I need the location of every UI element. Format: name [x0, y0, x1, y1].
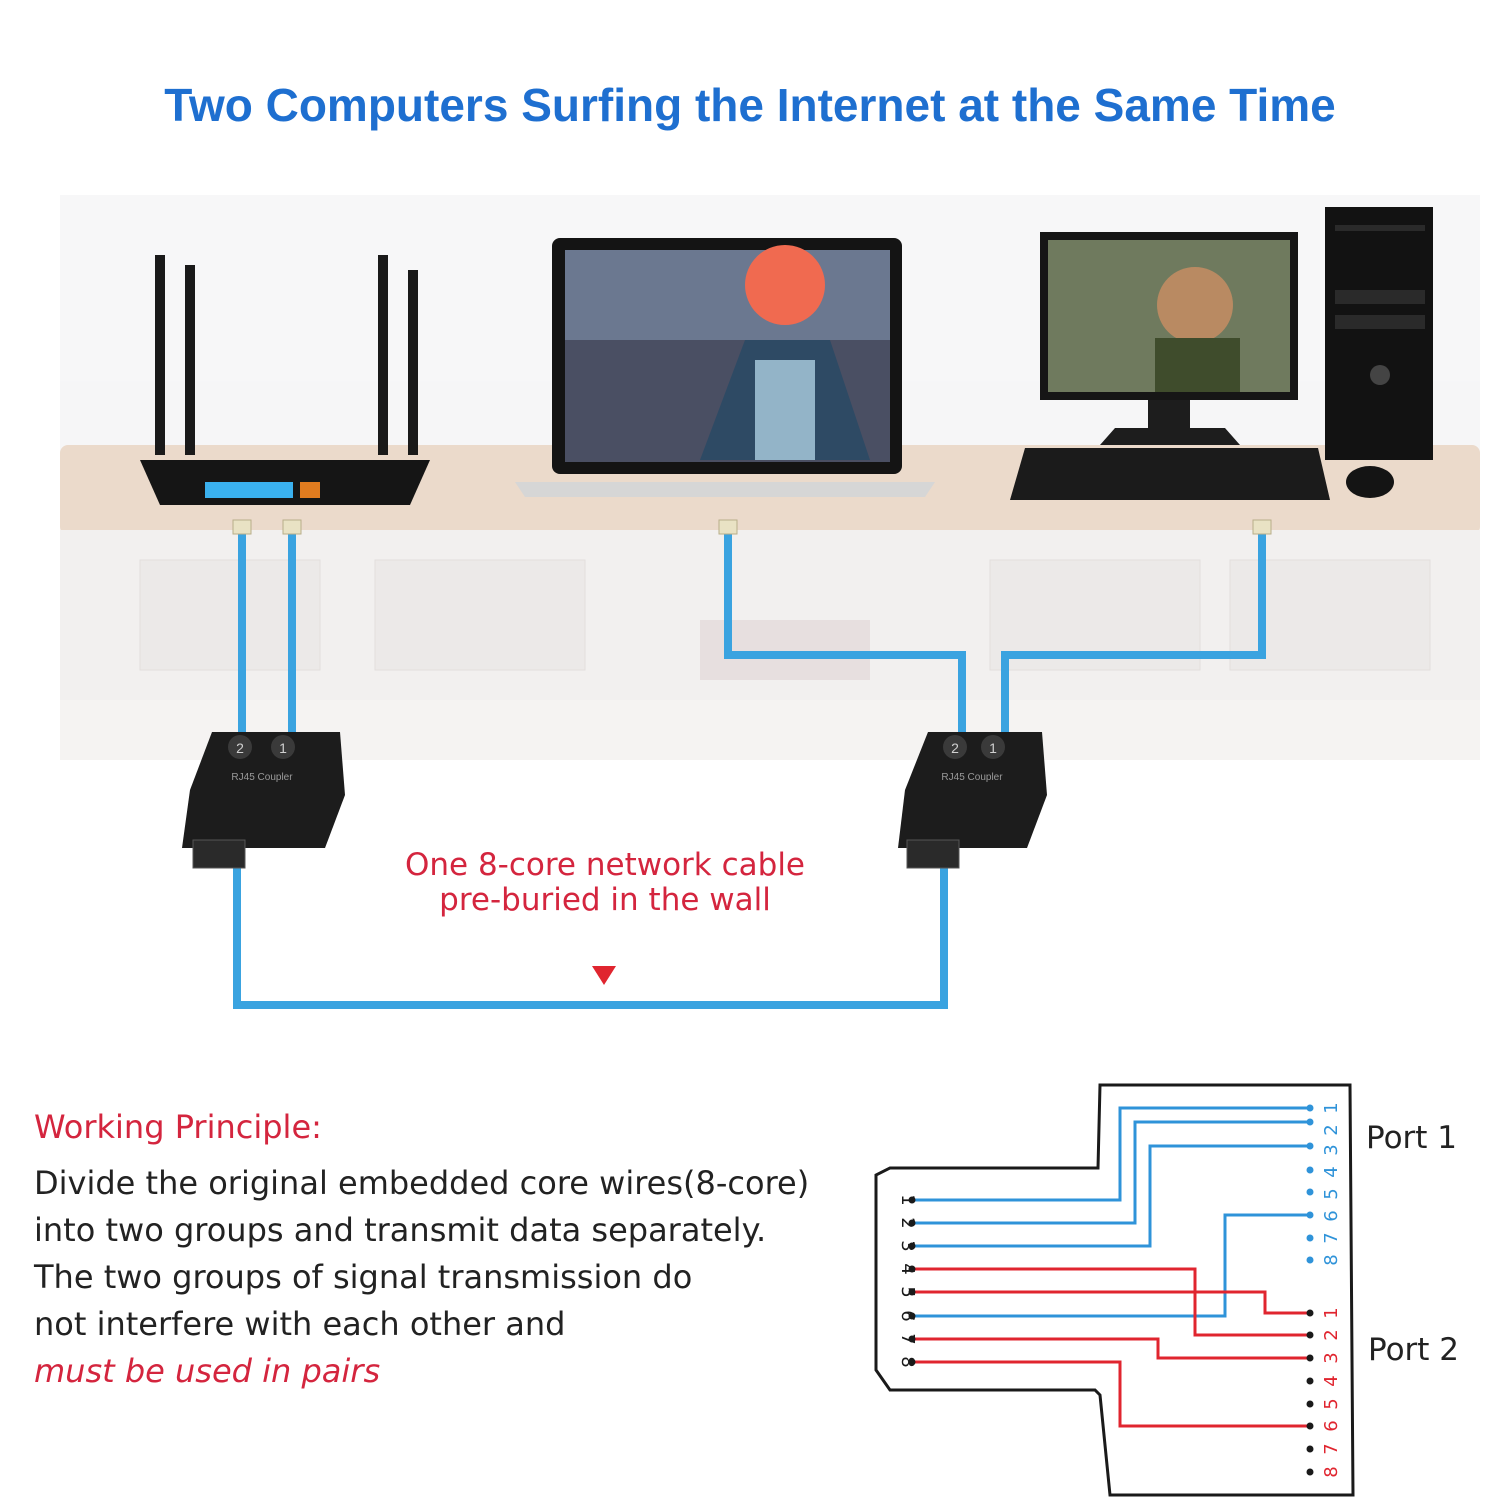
port2-pin-4: 4 [1321, 1375, 1342, 1386]
port1-pin-4: 4 [1321, 1166, 1342, 1177]
input-pin-numbers: 1 2 3 4 5 6 7 8 [897, 1194, 918, 1367]
port1-pin-numbers: 1 2 3 4 5 6 7 8 [1321, 1102, 1342, 1265]
input-pin-dots [908, 1196, 916, 1366]
splitter-outline [874, 1083, 1355, 1497]
port2-label: Port 2 [1368, 1332, 1460, 1368]
network-cables [233, 530, 1266, 1009]
principle-line-2: into two groups and transmit data separa… [34, 1211, 767, 1249]
port1-label: Port 1 [1366, 1120, 1458, 1156]
port2-pin-3: 3 [1321, 1352, 1342, 1363]
monitor-icon [1040, 232, 1298, 445]
port1-pin-5: 5 [1321, 1188, 1342, 1199]
splitter-right: 2 1 RJ45 Coupler [898, 732, 1047, 869]
wiring-diagram: 1 2 3 4 5 6 7 8 1 2 3 4 5 6 7 8 1 2 3 4 … [874, 1083, 1355, 1497]
principle-heading: Working Principle: [34, 1108, 322, 1146]
port1-pin-6: 6 [1321, 1210, 1342, 1221]
port2-pin-2: 2 [1321, 1329, 1342, 1340]
mouse-icon [1346, 466, 1394, 498]
input-pin-4: 4 [897, 1263, 918, 1274]
principle-line-4: not interfere with each other and [34, 1305, 566, 1343]
principle-emphasis: must be used in pairs [34, 1352, 381, 1390]
rj45-plugs [232, 519, 1272, 535]
wire-traces [912, 1106, 1310, 1428]
port1-pin-2: 2 [1321, 1124, 1342, 1135]
page-title: Two Computers Surfing the Internet at th… [164, 79, 1336, 131]
cable-caption-line-2: pre-buried in the wall [439, 882, 771, 918]
port2-pin-5: 5 [1321, 1398, 1342, 1409]
splitter-left-port-1: 1 [279, 740, 287, 756]
splitter-right-label: RJ45 Coupler [941, 772, 1003, 783]
cable-caption-line-1: One 8-core network cable [404, 847, 806, 883]
input-pin-3: 3 [897, 1240, 918, 1251]
input-pin-7: 7 [897, 1333, 918, 1344]
principle-line-1: Divide the original embedded core wires(… [34, 1164, 810, 1202]
splitter-left-port-2: 2 [236, 740, 244, 756]
port1-pin-8: 8 [1321, 1254, 1342, 1265]
cable-caption: One 8-core network cable pre-buried in t… [370, 848, 840, 918]
principle-line-3: The two groups of signal transmission do [34, 1258, 693, 1296]
router-icon [140, 255, 430, 505]
port2-pin-6: 6 [1321, 1420, 1342, 1431]
principle-body: Divide the original embedded core wires(… [34, 1160, 864, 1395]
port2-pin-1: 1 [1321, 1307, 1342, 1318]
pc-tower-icon [1325, 207, 1433, 460]
port1-pin-7: 7 [1321, 1232, 1342, 1243]
splitter-left: 2 1 RJ45 Coupler [182, 732, 345, 869]
splitter-right-port-2: 2 [951, 740, 959, 756]
port1-pin-1: 1 [1321, 1102, 1342, 1113]
down-arrow-icon [592, 966, 616, 985]
splitter-right-port-1: 1 [989, 740, 997, 756]
input-pin-2: 2 [897, 1217, 918, 1228]
port2-pin-7: 7 [1321, 1443, 1342, 1454]
input-pin-8: 8 [897, 1356, 918, 1367]
input-pin-6: 6 [897, 1310, 918, 1321]
port1-pin-dots [1306, 1104, 1314, 1264]
keyboard-icon [1010, 448, 1330, 500]
port2-pin-dots [1306, 1309, 1314, 1476]
port1-pin-3: 3 [1321, 1144, 1342, 1155]
laptop-icon [515, 238, 935, 497]
port2-pin-numbers: 1 2 3 4 5 6 7 8 [1321, 1307, 1342, 1477]
splitter-left-label: RJ45 Coupler [231, 772, 293, 783]
input-pin-1: 1 [897, 1194, 918, 1205]
input-pin-5: 5 [897, 1286, 918, 1297]
port2-pin-8: 8 [1321, 1466, 1342, 1477]
